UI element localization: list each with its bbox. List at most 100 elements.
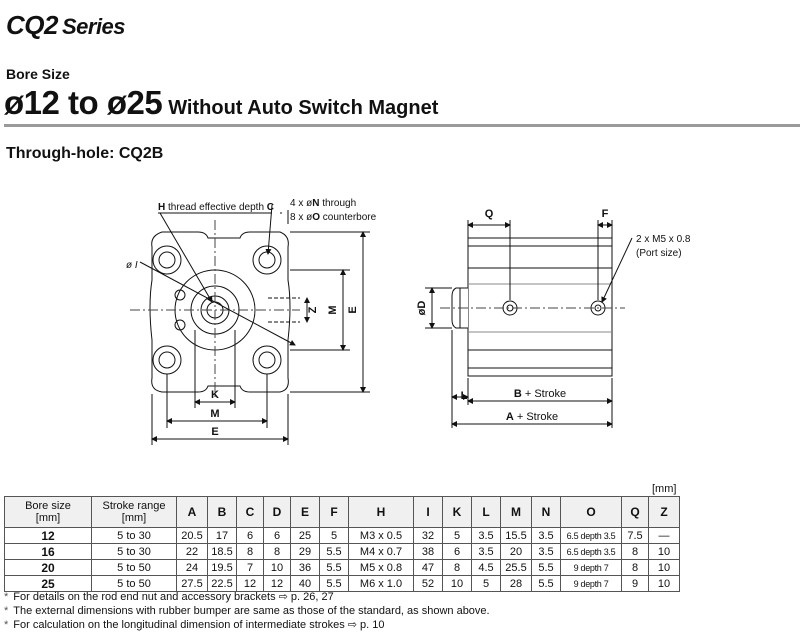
cell-k: 10 [442,575,472,592]
table-row: 20 5 to 50 24 19.5 7 10 36 5.5 M5 x 0.8 … [4,559,680,576]
cell-c: 8 [236,543,264,560]
cell-i: 52 [413,575,443,592]
label-h: H [158,202,165,213]
label-a-stroke: + Stroke [517,411,558,423]
label-q: Q [485,208,494,220]
label-port-size: (Port size) [636,248,682,259]
footnote-marker: * [4,605,9,617]
front-view [130,220,300,400]
footnote-marker: * [4,591,9,603]
col-bore-size: Bore size[mm] [4,496,92,528]
cell-f: 5.5 [319,575,349,592]
cell-a: 24 [176,559,208,576]
cell-bore: 12 [4,527,92,544]
table-row: 16 5 to 30 22 18.5 8 8 29 5.5 M4 x 0.7 3… [4,543,680,560]
label-n-post: through [322,198,356,209]
table-row: 12 5 to 30 20.5 17 6 6 25 5 M3 x 0.5 32 … [4,527,680,544]
label-e-vert: E [347,306,359,313]
col-l: L [471,496,501,528]
label-m-vert: M [327,305,339,314]
cell-b: 22.5 [207,575,237,592]
footnote-text: For calculation on the longitudinal dime… [13,619,385,631]
cell-c: 7 [236,559,264,576]
cell-f: 5.5 [319,559,349,576]
label-z: Z [307,306,319,313]
col-stroke-range: Stroke range[mm] [91,496,177,528]
bore-description: Without Auto Switch Magnet [168,97,439,119]
cell-z: 10 [648,543,680,560]
svg-text:B + Stroke: B + Stroke [514,388,566,400]
cell-c: 6 [236,527,264,544]
label-e-horiz: E [211,426,218,438]
cell-q: 7.5 [621,527,649,544]
cell-stroke: 5 to 30 [91,543,177,560]
col-z: Z [648,496,680,528]
col-b: B [207,496,237,528]
label-b: B [514,388,522,400]
cell-m: 28 [500,575,532,592]
col-d: D [263,496,291,528]
col-c: C [236,496,264,528]
section-subtitle: Through-hole: CQ2B [6,145,164,162]
cell-e: 29 [290,543,320,560]
footnote-marker: * [4,619,9,631]
cell-l: 4.5 [471,559,501,576]
cell-h: M5 x 0.8 [348,559,414,576]
footnotes: * For details on the rod end nut and acce… [4,590,490,632]
cell-i: 47 [413,559,443,576]
footnote-text: The external dimensions with rubber bump… [13,605,490,617]
cell-n: 5.5 [531,575,561,592]
col-i: I [413,496,443,528]
dimension-table: Bore size[mm] Stroke range[mm] A B C D E… [4,496,680,592]
footnote-text: For details on the rod end nut and acces… [13,591,334,603]
footnote: * For details on the rod end nut and acce… [4,590,490,604]
svg-text:A + Stroke: A + Stroke [506,411,558,423]
col-e: E [290,496,320,528]
label-o-pre: 8 x ø [290,212,312,223]
cell-a: 20.5 [176,527,208,544]
cell-e: 25 [290,527,320,544]
cell-z: 10 [648,559,680,576]
label-a: A [506,411,514,423]
cell-l: 3.5 [471,543,501,560]
bore-size-label: Bore Size [6,66,70,82]
col-a: A [176,496,208,528]
bore-range: ø12 to ø25 [4,84,163,121]
cell-n: 3.5 [531,527,561,544]
cell-o: 9 depth 7 [560,559,622,576]
cell-i: 38 [413,543,443,560]
cell-n: 3.5 [531,543,561,560]
cell-stroke: 5 to 50 [91,559,177,576]
col-h: H [348,496,414,528]
cell-q: 9 [621,575,649,592]
heading-rule [4,124,800,127]
cell-b: 19.5 [207,559,237,576]
label-port: 2 x M5 x 0.8 [636,234,691,245]
footnote: * For calculation on the longitudinal dim… [4,618,490,632]
svg-text:H thread effective depth C: H thread effective depth C [158,202,274,213]
cell-bore: 20 [4,559,92,576]
cell-q: 8 [621,543,649,560]
cell-i: 32 [413,527,443,544]
cell-d: 8 [263,543,291,560]
col-o: O [560,496,622,528]
cell-e: 40 [290,575,320,592]
cell-k: 8 [442,559,472,576]
label-l: L [461,390,468,402]
label-m-horiz: M [210,408,219,420]
cell-bore: 16 [4,543,92,560]
cell-z: 10 [648,575,680,592]
label-b-stroke: + Stroke [525,388,566,400]
footnote: * The external dimensions with rubber bum… [4,604,490,618]
cell-d: 6 [263,527,291,544]
label-h-text: thread effective depth [168,202,264,213]
cell-k: 5 [442,527,472,544]
col-m: M [500,496,532,528]
cell-z: — [648,527,680,544]
table-header-row: Bore size[mm] Stroke range[mm] A B C D E… [4,496,680,528]
cell-f: 5.5 [319,543,349,560]
svg-text:8 x øO counterbore: 8 x øO counterbore [290,212,377,223]
cell-b: 17 [207,527,237,544]
